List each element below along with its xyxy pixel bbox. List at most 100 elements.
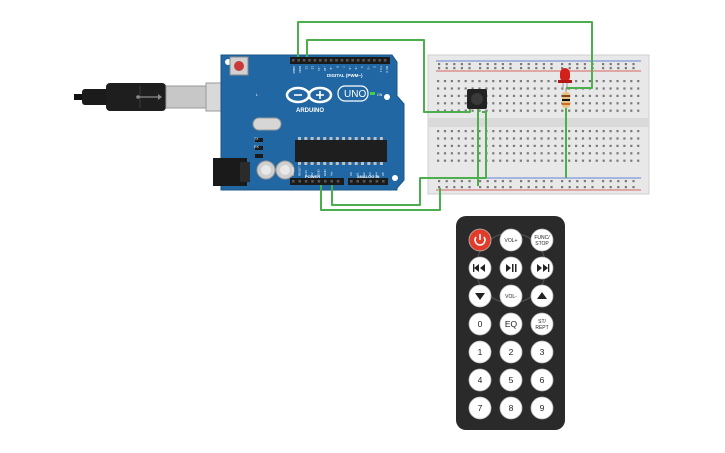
breadboard-hole[interactable] bbox=[468, 180, 471, 183]
breadboard-hole[interactable] bbox=[561, 152, 564, 155]
breadboard-hole[interactable] bbox=[576, 186, 579, 189]
breadboard-hole[interactable] bbox=[616, 159, 619, 162]
breadboard-hole[interactable] bbox=[595, 102, 598, 105]
breadboard-hole[interactable] bbox=[575, 130, 578, 133]
breadboard-hole[interactable] bbox=[492, 80, 495, 83]
breadboard-hole[interactable] bbox=[438, 186, 441, 189]
breadboard-hole[interactable] bbox=[527, 180, 530, 183]
breadboard-hole[interactable] bbox=[486, 186, 489, 189]
breadboard-hole[interactable] bbox=[547, 130, 550, 133]
breadboard-hole[interactable] bbox=[547, 109, 550, 112]
breadboard-hole[interactable] bbox=[519, 130, 522, 133]
breadboard-hole[interactable] bbox=[499, 109, 502, 112]
breadboard-hole[interactable] bbox=[492, 87, 495, 90]
breadboard-hole[interactable] bbox=[554, 80, 557, 83]
breadboard-hole[interactable] bbox=[576, 180, 579, 183]
breadboard-hole[interactable] bbox=[512, 137, 516, 140]
header-pin[interactable] bbox=[304, 180, 308, 183]
button-8[interactable]: 8 bbox=[499, 396, 523, 420]
breadboard-hole[interactable] bbox=[561, 144, 564, 147]
breadboard-hole[interactable] bbox=[478, 159, 481, 162]
breadboard-hole[interactable] bbox=[501, 180, 504, 183]
header-pin[interactable] bbox=[369, 180, 372, 183]
breadboard-hole[interactable] bbox=[547, 144, 550, 147]
breadboard-hole[interactable] bbox=[450, 80, 453, 83]
breadboard-hole[interactable] bbox=[499, 159, 502, 162]
breadboard-hole[interactable] bbox=[609, 87, 612, 90]
breadboard-hole[interactable] bbox=[616, 130, 619, 133]
breadboard-hole[interactable] bbox=[540, 137, 543, 140]
breadboard-hole[interactable] bbox=[602, 152, 605, 155]
breadboard-hole[interactable] bbox=[540, 87, 543, 90]
header-pin[interactable] bbox=[340, 59, 344, 62]
breadboard-hole[interactable] bbox=[479, 67, 482, 70]
breadboard-hole[interactable] bbox=[460, 186, 463, 189]
breadboard-hole[interactable] bbox=[492, 152, 495, 155]
breadboard-hole[interactable] bbox=[623, 80, 626, 83]
breadboard-hole[interactable] bbox=[623, 102, 626, 105]
breadboard-hole[interactable] bbox=[624, 186, 627, 189]
breadboard-hole[interactable] bbox=[457, 80, 460, 83]
breadboard-hole[interactable] bbox=[568, 144, 571, 147]
breadboard-hole[interactable] bbox=[457, 152, 460, 155]
breadboard-hole[interactable] bbox=[624, 180, 627, 183]
breadboard-hole[interactable] bbox=[595, 144, 598, 147]
breadboard-hole[interactable] bbox=[547, 102, 550, 105]
breadboard-hole[interactable] bbox=[437, 87, 440, 90]
breadboard-hole[interactable] bbox=[438, 67, 441, 70]
breadboard-hole[interactable] bbox=[520, 180, 523, 183]
breadboard-hole[interactable] bbox=[637, 102, 640, 105]
breadboard-hole[interactable] bbox=[478, 87, 481, 90]
breadboard-hole[interactable] bbox=[533, 137, 536, 140]
breadboard-hole[interactable] bbox=[471, 109, 474, 112]
breadboard-hole[interactable] bbox=[540, 152, 543, 155]
breadboard-hole[interactable] bbox=[637, 130, 640, 133]
breadboard-hole[interactable] bbox=[533, 152, 536, 155]
breadboard-hole[interactable] bbox=[437, 130, 440, 133]
breadboard-hole[interactable] bbox=[499, 152, 502, 155]
breadboard-hole[interactable] bbox=[547, 159, 550, 162]
breadboard-hole[interactable] bbox=[443, 152, 447, 155]
breadboard-hole[interactable] bbox=[561, 159, 564, 162]
breadboard-hole[interactable] bbox=[486, 180, 489, 183]
breadboard-hole[interactable] bbox=[609, 80, 612, 83]
breadboard-hole[interactable] bbox=[623, 109, 626, 112]
breadboard-hole[interactable] bbox=[478, 137, 481, 140]
breadboard-hole[interactable] bbox=[575, 80, 578, 83]
breadboard-hole[interactable] bbox=[485, 109, 488, 112]
breadboard-hole[interactable] bbox=[630, 109, 633, 112]
breadboard-hole[interactable] bbox=[616, 137, 619, 140]
breadboard-hole[interactable] bbox=[512, 152, 516, 155]
breadboard-hole[interactable] bbox=[445, 67, 448, 70]
breadboard-hole[interactable] bbox=[609, 159, 612, 162]
breadboard-hole[interactable] bbox=[526, 159, 529, 162]
button-1[interactable]: 1 bbox=[468, 340, 492, 364]
breadboard-hole[interactable] bbox=[583, 180, 586, 183]
breadboard-hole[interactable] bbox=[609, 180, 612, 183]
breadboard-hole[interactable] bbox=[583, 63, 586, 66]
breadboard-hole[interactable] bbox=[450, 137, 453, 140]
breadboard-hole[interactable] bbox=[576, 63, 579, 66]
breadboard-hole[interactable] bbox=[437, 102, 440, 105]
header-pin[interactable] bbox=[298, 180, 301, 183]
breadboard-hole[interactable] bbox=[547, 87, 550, 90]
breadboard-hole[interactable] bbox=[519, 102, 522, 105]
usb-cable[interactable] bbox=[74, 82, 247, 112]
breadboard-hole[interactable] bbox=[492, 109, 495, 112]
breadboard-hole[interactable] bbox=[595, 152, 598, 155]
breadboard-hole[interactable] bbox=[617, 180, 620, 183]
breadboard-hole[interactable] bbox=[460, 67, 463, 70]
breadboard-hole[interactable] bbox=[437, 94, 440, 97]
breadboard-hole[interactable] bbox=[609, 102, 612, 105]
breadboard-hole[interactable] bbox=[595, 80, 598, 83]
breadboard-hole[interactable] bbox=[554, 144, 557, 147]
breadboard-hole[interactable] bbox=[494, 67, 497, 70]
breadboard-hole[interactable] bbox=[554, 130, 557, 133]
breadboard-hole[interactable] bbox=[602, 180, 605, 183]
breadboard-hole[interactable] bbox=[450, 102, 453, 105]
breadboard-hole[interactable] bbox=[540, 80, 543, 83]
breadboard-hole[interactable] bbox=[630, 87, 633, 90]
breadboard-hole[interactable] bbox=[499, 87, 502, 90]
breadboard-hole[interactable] bbox=[583, 67, 586, 70]
breadboard-hole[interactable] bbox=[478, 109, 481, 112]
